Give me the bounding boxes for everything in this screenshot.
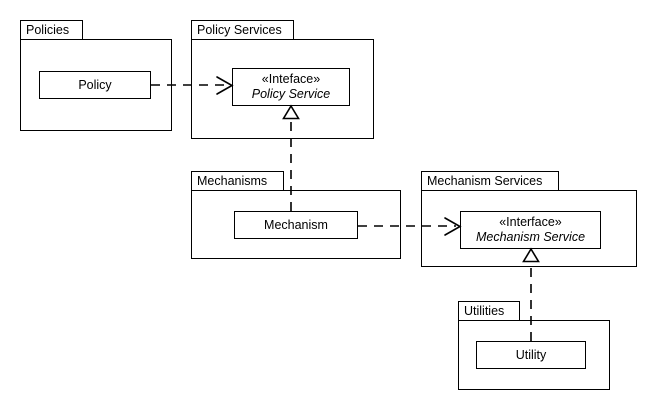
class-name-policy-service: Policy Service — [251, 87, 331, 101]
class-box-mechanism-service[interactable]: «Interface» Mechanism Service — [460, 211, 601, 249]
class-name-mechanism-service: Mechanism Service — [475, 230, 586, 244]
class-box-policy-service[interactable]: «Inteface» Policy Service — [232, 68, 350, 106]
class-box-utility[interactable]: Utility — [476, 341, 586, 369]
package-tab-mechanism-services: Mechanism Services — [421, 171, 559, 191]
package-label-utilities: Utilities — [464, 303, 505, 318]
package-tab-policies: Policies — [20, 20, 83, 40]
package-tab-mechanisms: Mechanisms — [191, 171, 284, 191]
package-tab-utilities: Utilities — [458, 301, 520, 321]
package-label-mechanisms: Mechanisms — [197, 173, 268, 188]
class-stereotype-mechanism-service: «Interface» — [499, 215, 562, 230]
class-box-mechanism[interactable]: Mechanism — [234, 211, 358, 239]
class-stereotype-policy-service: «Inteface» — [261, 72, 321, 87]
class-box-policy[interactable]: Policy — [39, 71, 151, 99]
package-label-policies: Policies — [26, 22, 70, 37]
package-label-mechanism-services: Mechanism Services — [427, 173, 543, 188]
package-tab-policy-services: Policy Services — [191, 20, 294, 40]
class-name-utility: Utility — [515, 347, 547, 362]
package-label-policy-services: Policy Services — [197, 22, 282, 37]
class-name-mechanism: Mechanism — [264, 217, 328, 232]
class-name-policy: Policy — [78, 77, 112, 92]
